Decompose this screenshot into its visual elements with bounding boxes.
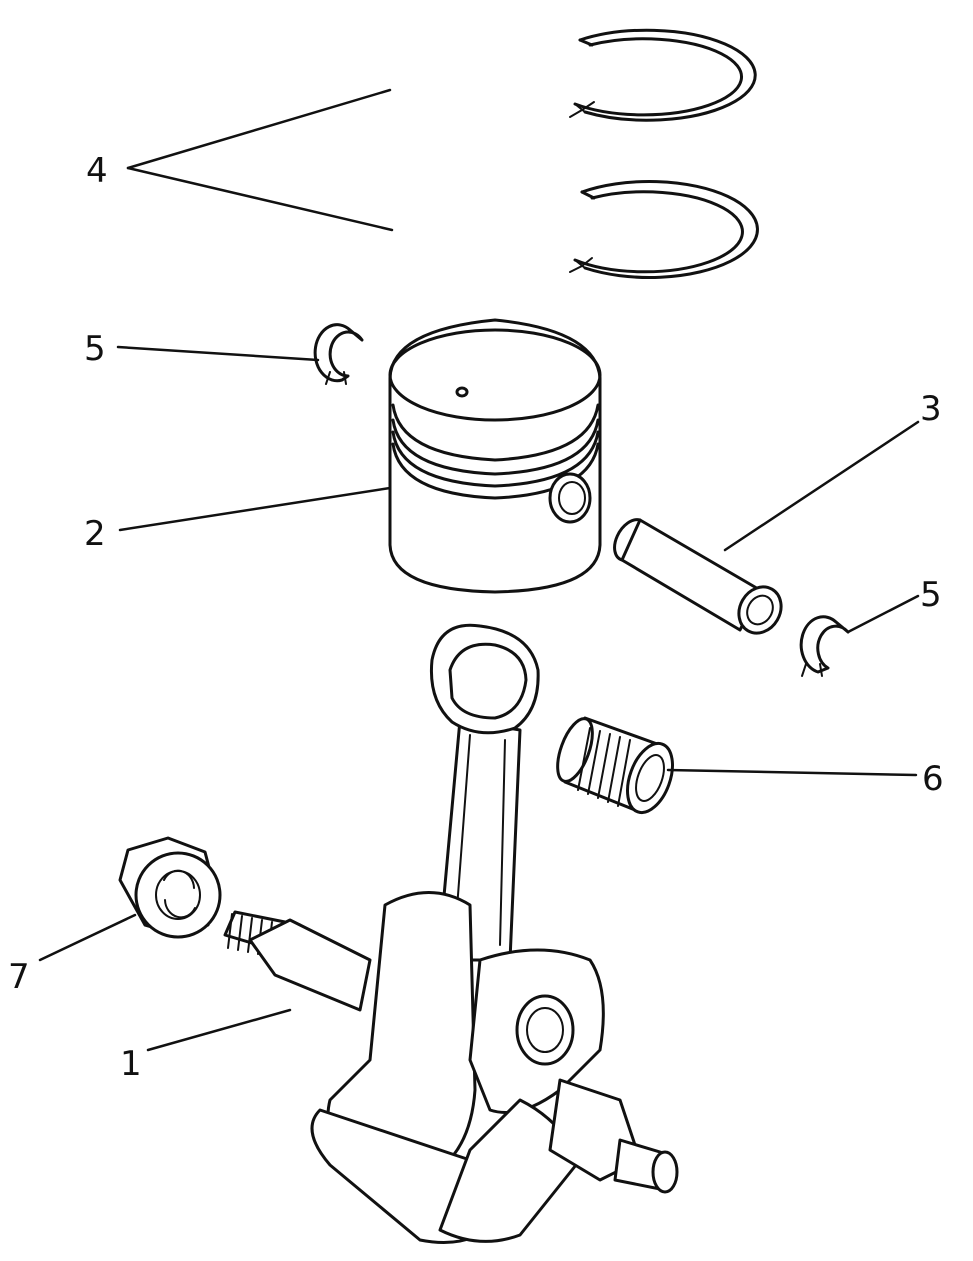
leader-line-circlip-right — [846, 594, 920, 634]
callout-piston-pin: 3 — [920, 389, 942, 429]
leader-line-bearing — [666, 768, 918, 777]
leader-line-nut — [38, 913, 137, 962]
callout-crankshaft: 1 — [120, 1044, 142, 1084]
leader-line-piston — [118, 486, 392, 532]
callout-needle-bearing: 6 — [922, 759, 944, 799]
callout-flange-nut: 7 — [8, 957, 30, 997]
leader-line-pin — [723, 420, 920, 552]
needle-bearing — [556, 716, 674, 815]
leader-line-circlip-left — [116, 345, 320, 362]
leader-line-crankshaft — [146, 1008, 292, 1052]
flange-nut — [118, 836, 222, 939]
callout-piston: 2 — [84, 514, 106, 554]
piston-pin — [613, 518, 783, 635]
callout-circlip-right: 5 — [920, 575, 942, 615]
piston — [388, 318, 602, 594]
leader-line-rings-top — [126, 88, 392, 170]
callout-piston-rings: 4 — [86, 151, 108, 191]
callout-circlip-left: 5 — [84, 329, 106, 369]
circlip-left — [313, 323, 364, 385]
circlip-right — [799, 615, 850, 677]
crankshaft — [223, 891, 679, 1244]
piston-ring-top — [569, 28, 757, 122]
connecting-rod — [429, 623, 540, 962]
leader-line-rings-bottom — [126, 166, 394, 232]
piston-ring-bottom — [569, 180, 759, 279]
